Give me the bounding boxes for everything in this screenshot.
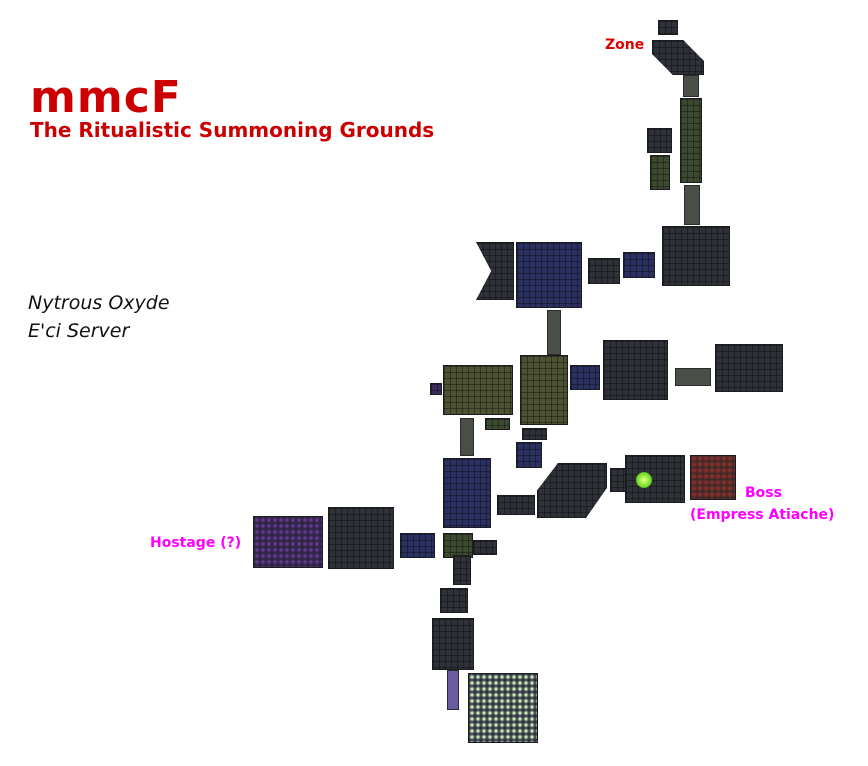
map-room <box>430 383 442 395</box>
boss-antechamber <box>625 455 685 503</box>
map-room <box>443 533 473 558</box>
map-room <box>473 540 497 555</box>
map-room <box>516 442 542 468</box>
boss-label: Boss <box>745 485 782 501</box>
map-room <box>658 20 678 35</box>
map-room <box>610 468 628 492</box>
map-corridor <box>683 75 699 97</box>
map-room <box>603 340 668 400</box>
map-corridor <box>447 670 459 710</box>
map-room <box>516 242 582 308</box>
guild-name: Nytrous Oxyde <box>28 292 170 314</box>
zone-entrance-label: Zone <box>605 37 645 53</box>
map-room <box>432 618 474 670</box>
map-room <box>453 555 471 585</box>
map-corridor <box>460 418 474 456</box>
map-room <box>647 128 672 153</box>
summoning-circle-room <box>468 673 538 743</box>
map-title: mmcF <box>30 72 182 123</box>
boss-room <box>690 455 736 500</box>
map-room <box>680 98 702 183</box>
map-room <box>623 252 655 278</box>
map-room <box>520 355 568 425</box>
map-room <box>715 344 783 392</box>
map-subtitle: The Ritualistic Summoning Grounds <box>30 118 435 142</box>
map-room <box>400 533 435 558</box>
map-room <box>588 258 620 284</box>
map-room <box>485 418 510 430</box>
map-room <box>652 40 704 75</box>
map-room <box>570 365 600 390</box>
map-room <box>497 495 535 515</box>
boss-name-label: (Empress Atiache) <box>690 507 835 523</box>
map-room <box>662 226 730 286</box>
map-corridor <box>675 368 711 386</box>
server-name: E'ci Server <box>28 320 130 342</box>
portal-orb-icon <box>636 472 652 488</box>
hostage-label: Hostage (?) <box>150 535 242 551</box>
map-corridor <box>684 185 700 225</box>
hostage-room <box>253 516 323 568</box>
map-room <box>476 242 514 300</box>
map-corridor <box>547 310 561 355</box>
map-room <box>440 588 468 613</box>
map-room <box>328 507 394 569</box>
map-room <box>443 458 491 528</box>
map-room <box>522 428 547 440</box>
map-room <box>537 463 607 518</box>
map-room <box>443 365 513 415</box>
map-room <box>650 155 670 190</box>
